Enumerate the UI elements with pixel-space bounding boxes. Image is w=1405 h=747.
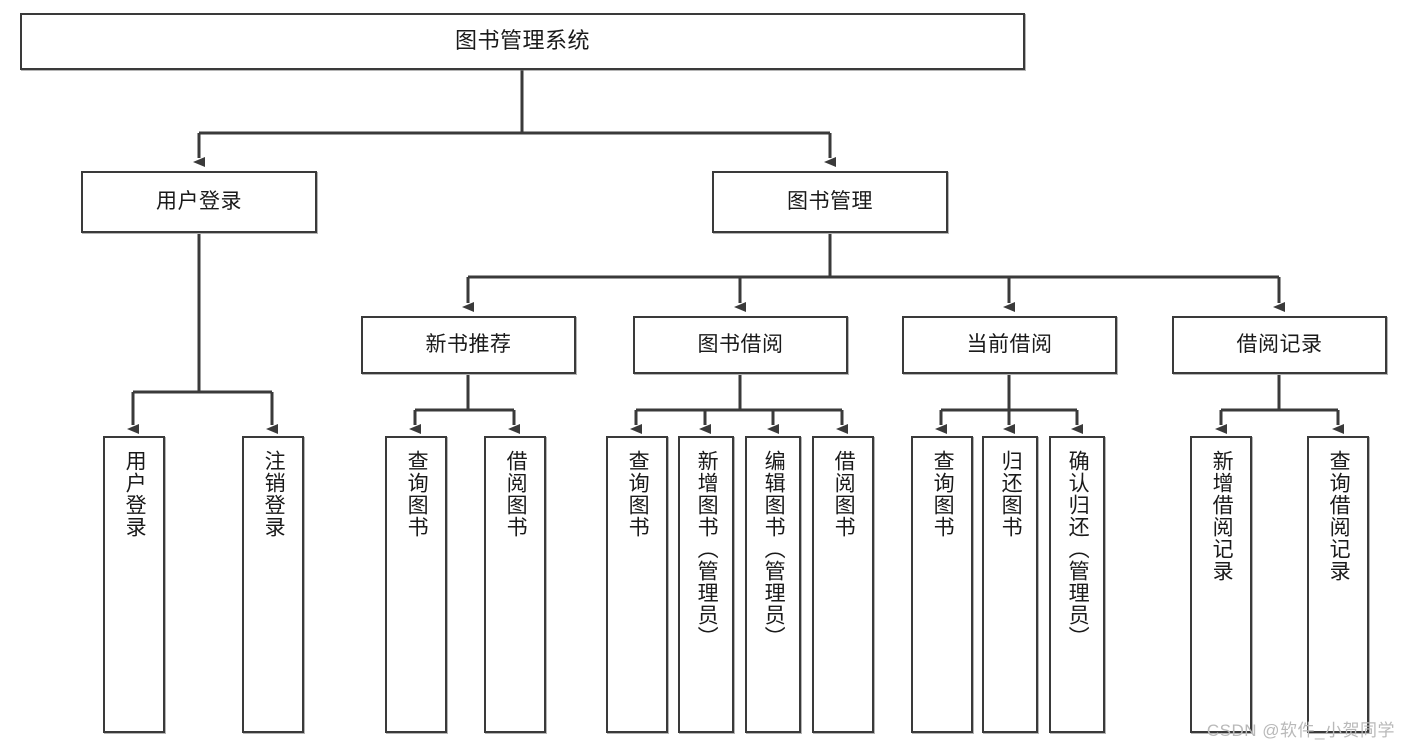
node-label: 查询图书 — [405, 450, 429, 538]
node-label: 查询借阅记录 — [1327, 450, 1351, 582]
node-leaf-query-borrow-record[interactable]: 查询借阅记录 — [1307, 436, 1369, 733]
node-leaf-query-book-borrow[interactable]: 查询图书 — [606, 436, 668, 733]
node-new-book-recommend[interactable]: 新书推荐 — [361, 316, 576, 374]
node-label: 编辑图书（管理员） — [762, 450, 786, 648]
node-leaf-user-login[interactable]: 用户登录 — [103, 436, 165, 733]
node-label: 图书借阅 — [697, 333, 784, 357]
node-label: 确认归还（管理员） — [1066, 450, 1090, 648]
node-label: 图书管理 — [787, 190, 873, 214]
node-label: 借阅记录 — [1236, 333, 1323, 357]
node-label: 借阅图书 — [832, 450, 856, 538]
node-label: 当前借阅 — [966, 333, 1053, 357]
node-leaf-borrow-book[interactable]: 借阅图书 — [812, 436, 874, 733]
node-leaf-confirm-return-admin[interactable]: 确认归还（管理员） — [1049, 436, 1105, 733]
node-root-system[interactable]: 图书管理系统 — [20, 13, 1025, 70]
node-label: 图书管理系统 — [454, 28, 590, 54]
node-label: 归还图书 — [999, 450, 1023, 538]
node-leaf-add-book-admin[interactable]: 新增图书（管理员） — [678, 436, 734, 733]
node-label: 查询图书 — [931, 450, 955, 538]
node-current-borrow[interactable]: 当前借阅 — [902, 316, 1117, 374]
node-label: 借阅图书 — [504, 450, 528, 538]
node-leaf-query-book-recommend[interactable]: 查询图书 — [385, 436, 447, 733]
node-book-borrow[interactable]: 图书借阅 — [633, 316, 848, 374]
node-book-management[interactable]: 图书管理 — [712, 171, 948, 233]
node-label: 新增图书（管理员） — [695, 450, 719, 648]
node-leaf-query-book-current[interactable]: 查询图书 — [911, 436, 973, 733]
node-leaf-logout[interactable]: 注销登录 — [242, 436, 304, 733]
node-leaf-add-borrow-record[interactable]: 新增借阅记录 — [1190, 436, 1252, 733]
node-leaf-return-book[interactable]: 归还图书 — [982, 436, 1038, 733]
node-label: 查询图书 — [626, 450, 650, 538]
node-label: 新书推荐 — [425, 333, 512, 357]
node-label: 用户登录 — [156, 190, 242, 214]
node-label: 用户登录 — [123, 450, 147, 538]
node-user-login[interactable]: 用户登录 — [81, 171, 317, 233]
node-leaf-edit-book-admin[interactable]: 编辑图书（管理员） — [745, 436, 801, 733]
node-label: 新增借阅记录 — [1210, 450, 1234, 582]
watermark: CSDN @软件_小贺同学 — [1206, 721, 1395, 740]
node-leaf-borrow-book-recommend[interactable]: 借阅图书 — [484, 436, 546, 733]
node-borrow-record[interactable]: 借阅记录 — [1172, 316, 1387, 374]
node-label: 注销登录 — [262, 450, 286, 538]
